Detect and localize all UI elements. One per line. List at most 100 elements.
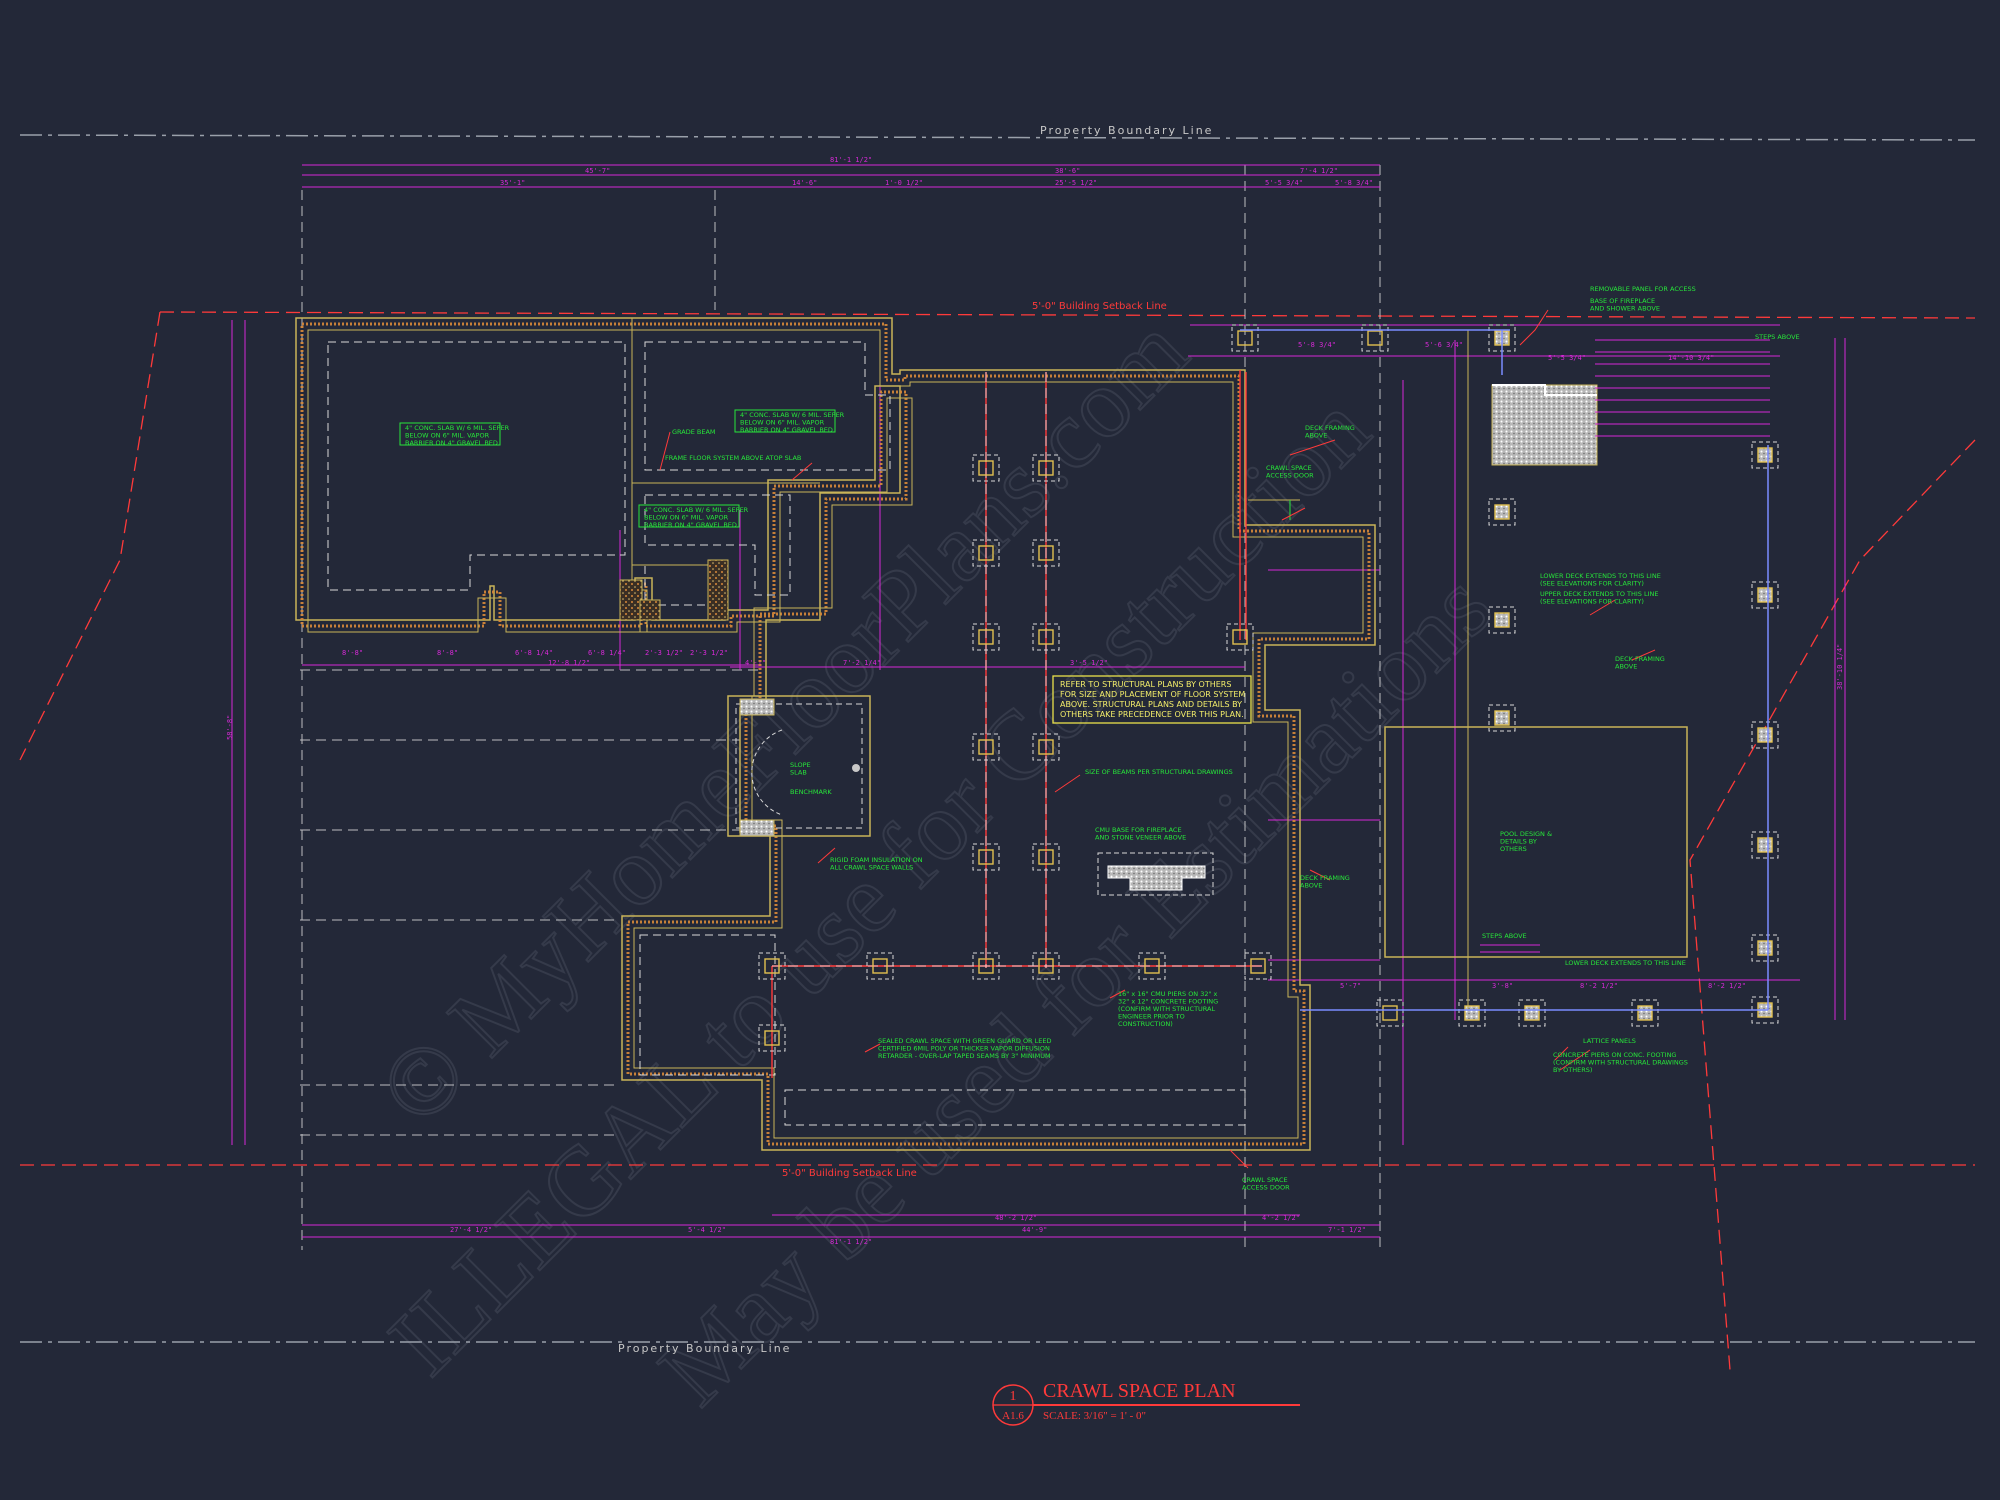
dim-deck-1: 5'-7" bbox=[1340, 982, 1361, 990]
slab-dividers bbox=[631, 318, 820, 580]
dim-bottom-3: 48'-2 1/2" bbox=[995, 1214, 1037, 1222]
drawing-title: CRAWL SPACE PLAN bbox=[1043, 1380, 1236, 1402]
pier-footing bbox=[972, 539, 1000, 567]
pier bbox=[1637, 1005, 1653, 1021]
dim-bottom-6: 44'-9" bbox=[1022, 1226, 1047, 1234]
pier bbox=[1757, 727, 1773, 743]
pier-footing bbox=[1518, 999, 1546, 1027]
pier-footing bbox=[972, 733, 1000, 761]
deck-stairs bbox=[1480, 339, 1770, 953]
pier bbox=[1757, 587, 1773, 603]
pier bbox=[1757, 837, 1773, 853]
pier bbox=[1367, 330, 1383, 346]
pier bbox=[1464, 1005, 1480, 1021]
dim-bottom-2: 5'-4 1/2" bbox=[688, 1226, 726, 1234]
pier-footing bbox=[1361, 324, 1389, 352]
pier-footing bbox=[1032, 843, 1060, 871]
pier bbox=[1524, 1005, 1540, 1021]
dim-top-row1-2: 38'-6" bbox=[1055, 167, 1080, 175]
pier-footing bbox=[972, 952, 1000, 980]
pier-footing bbox=[1458, 999, 1486, 1027]
dim-deck-top-1: 5'-8 3/4" bbox=[1298, 341, 1336, 349]
pier bbox=[764, 958, 780, 974]
pier-footing bbox=[1488, 704, 1516, 732]
pier bbox=[764, 1030, 780, 1046]
dim-deck-3: 8'-2 1/2" bbox=[1580, 982, 1618, 990]
dim-mid-9: 7'-2 1/4" bbox=[843, 659, 881, 667]
pier bbox=[1494, 612, 1510, 628]
pier-footing bbox=[1032, 539, 1060, 567]
pier bbox=[978, 958, 994, 974]
dim-mid-7: 2'-3 1/2" bbox=[690, 649, 728, 657]
pier bbox=[1038, 739, 1054, 755]
callout-lattice: LATTICE PANELS bbox=[1583, 1037, 1636, 1045]
dimension-text: 81'-1 1/2" 45'-7" 38'-6" 7'-4 1/2" 35'-1… bbox=[226, 156, 1844, 1246]
callout-grade-beam: GRADE BEAM bbox=[672, 428, 716, 436]
pier-footing bbox=[1488, 606, 1516, 634]
footing-blocks bbox=[619, 559, 729, 621]
pier-footing bbox=[1751, 441, 1779, 469]
deck-area bbox=[1240, 329, 1769, 1011]
dim-bottom-5: 7'-1 1/2" bbox=[1328, 1226, 1366, 1234]
callout-concrete-piers: CONCRETE PIERS ON CONC. FOOTING(CONFIRM … bbox=[1553, 1051, 1688, 1074]
title-sheet: A1.6 bbox=[1002, 1410, 1024, 1422]
pier bbox=[1382, 1005, 1398, 1021]
pier-footing bbox=[1032, 454, 1060, 482]
pier-footing bbox=[1231, 324, 1259, 352]
pier bbox=[1757, 940, 1773, 956]
pier-footing bbox=[972, 454, 1000, 482]
pier bbox=[978, 629, 994, 645]
pier-footing bbox=[1226, 623, 1254, 651]
piers bbox=[758, 324, 1779, 1052]
pier bbox=[1232, 629, 1248, 645]
dim-mid-1: 8'-8" bbox=[342, 649, 363, 657]
pier-footing bbox=[1751, 721, 1779, 749]
property-boundary bbox=[19, 134, 1976, 1343]
property-boundary-label-bottom: Property Boundary Line bbox=[618, 1342, 791, 1355]
leader-lines bbox=[659, 309, 1656, 1169]
pier-footing bbox=[1032, 733, 1060, 761]
property-boundary-label-top: Property Boundary Line bbox=[1040, 124, 1213, 137]
beam-dashes bbox=[772, 372, 1262, 968]
pier-footing bbox=[1751, 934, 1779, 962]
pier bbox=[1038, 460, 1054, 476]
dim-deck-top-3: 14'-10 3/4" bbox=[1668, 354, 1714, 362]
dim-top-row2-4: 25'-5 1/2" bbox=[1055, 179, 1097, 187]
dim-deck-4: 8'-2 1/2" bbox=[1708, 982, 1746, 990]
structural-note bbox=[1052, 675, 1252, 724]
pier-footing bbox=[972, 843, 1000, 871]
dim-deck-top-4: 5'-5 3/4" bbox=[1548, 354, 1586, 362]
dim-mid-8: 4'-1" bbox=[745, 659, 766, 667]
pier-footing bbox=[972, 623, 1000, 651]
pier-footing bbox=[758, 1024, 786, 1052]
pier bbox=[872, 958, 888, 974]
dim-top-overall: 81'-1 1/2" bbox=[830, 156, 872, 164]
pier-footing bbox=[1631, 999, 1659, 1027]
pier-footing bbox=[1032, 952, 1060, 980]
pier bbox=[1237, 330, 1253, 346]
pier bbox=[978, 849, 994, 865]
pier bbox=[1144, 958, 1160, 974]
dim-mid-10: 3'-5 1/2" bbox=[1070, 659, 1108, 667]
building-setback-lines bbox=[19, 311, 1976, 1371]
pier-footing bbox=[1488, 498, 1516, 526]
callout-upper-deck: UPPER DECK EXTENDS TO THIS LINE(SEE ELEV… bbox=[1540, 590, 1658, 606]
dim-left-overall: 58'-8" bbox=[226, 715, 234, 740]
pier bbox=[978, 460, 994, 476]
callout-removable-panel: REMOVABLE PANEL FOR ACCESS bbox=[1590, 285, 1696, 293]
pier bbox=[1757, 447, 1773, 463]
dim-top-row2-3: 1'-0 1/2" bbox=[885, 179, 923, 187]
pier-footing bbox=[1244, 952, 1272, 980]
dim-mid-6: 2'-3 1/2" bbox=[645, 649, 683, 657]
pier bbox=[1250, 958, 1266, 974]
